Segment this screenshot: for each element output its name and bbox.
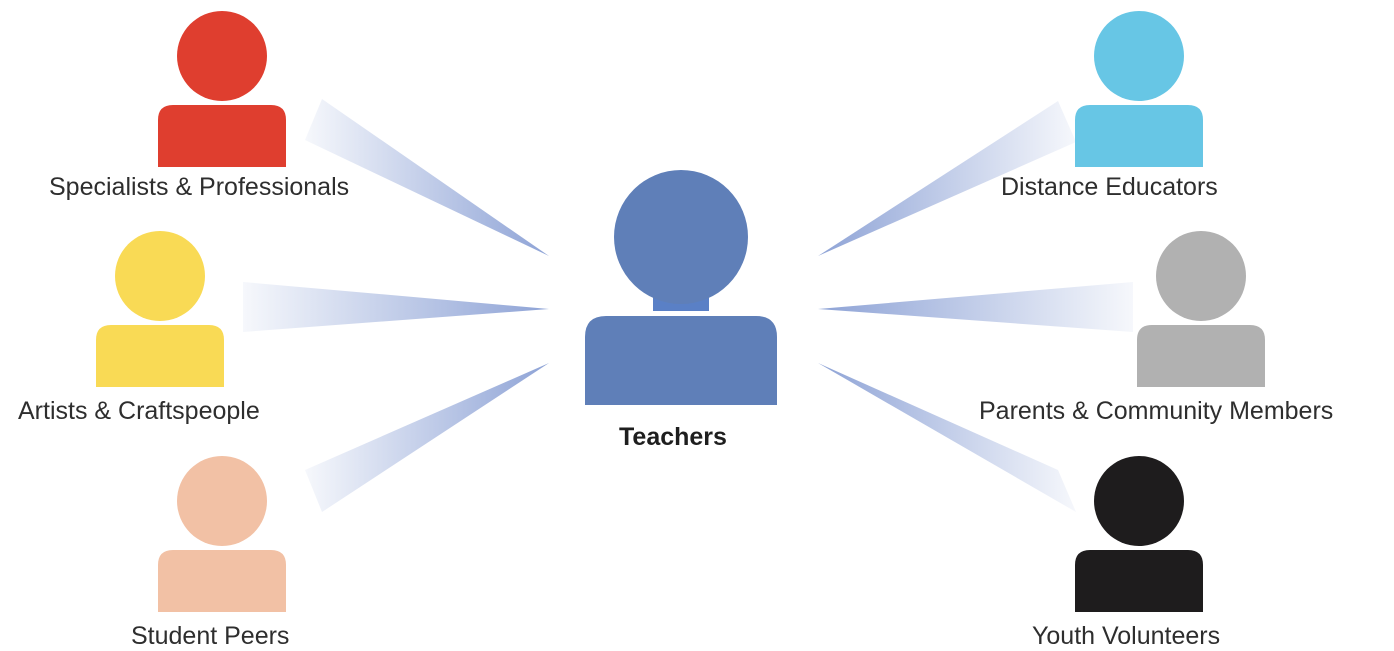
connector-distance-educators <box>818 101 1076 256</box>
node-label-youth-volunteers: Youth Volunteers <box>1032 622 1221 650</box>
node-label-student-peers: Student Peers <box>131 622 290 650</box>
connectors <box>243 99 1133 512</box>
node-label-artists: Artists & Craftspeople <box>18 397 260 425</box>
person-icon <box>585 170 777 405</box>
connector-artists <box>243 282 549 332</box>
connector-youth-volunteers <box>818 363 1076 512</box>
person-icon <box>96 231 224 387</box>
node-label-parents: Parents & Community Members <box>979 397 1334 425</box>
connector-parents <box>818 282 1133 332</box>
person-icon <box>1137 231 1265 387</box>
person-icon <box>1075 11 1203 167</box>
connector-student-peers <box>305 363 549 512</box>
person-icon <box>158 11 286 167</box>
node-label-specialists: Specialists & Professionals <box>49 173 350 201</box>
center-label: Teachers <box>619 423 727 451</box>
node-label-distance-educators: Distance Educators <box>1001 173 1218 201</box>
person-icon <box>158 456 286 612</box>
person-icon <box>1075 456 1203 612</box>
connector-specialists <box>305 99 549 256</box>
